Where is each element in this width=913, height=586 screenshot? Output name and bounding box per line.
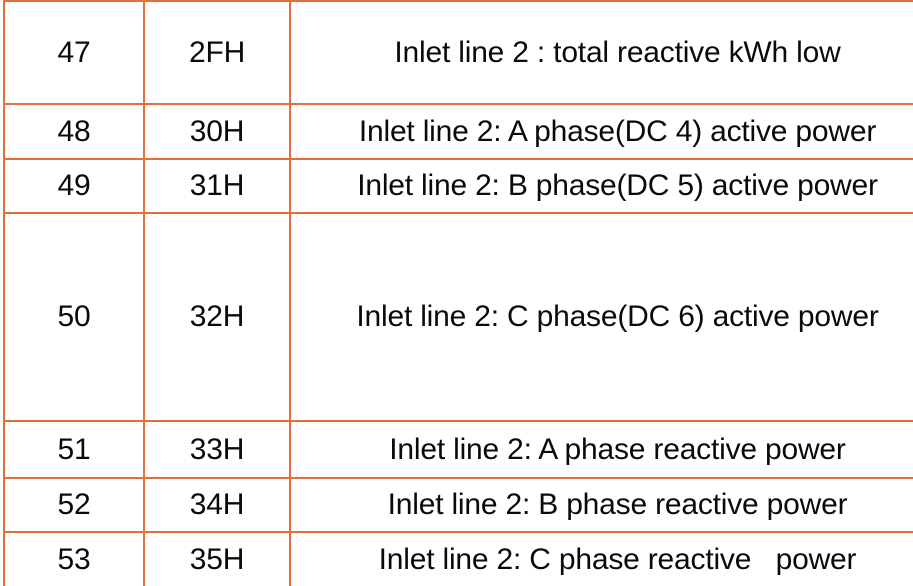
cell-number: 48: [3, 103, 144, 159]
cell-number: 52: [3, 477, 144, 532]
table-row: 51 33H Inlet line 2: A phase reactive po…: [3, 420, 913, 478]
cell-address: 32H: [143, 212, 290, 421]
cell-description: Inlet line 2: C phase reactive power: [289, 531, 913, 586]
cell-address: 2FH: [143, 0, 290, 104]
cell-number: 51: [3, 420, 144, 478]
cell-number: 53: [3, 531, 144, 586]
cell-address: 30H: [143, 103, 290, 159]
cell-description: Inlet line 2: A phase(DC 4) active power: [289, 103, 913, 159]
cell-address: 33H: [143, 420, 290, 478]
table-row: 50 32H Inlet line 2: C phase(DC 6) activ…: [3, 212, 913, 421]
cell-address: 31H: [143, 158, 290, 213]
cell-number: 47: [3, 0, 144, 104]
cell-description: Inlet line 2 : total reactive kWh low: [289, 0, 913, 104]
cell-address: 34H: [143, 477, 290, 532]
table-container: 47 2FH Inlet line 2 : total reactive kWh…: [3, 0, 913, 586]
table-row: 47 2FH Inlet line 2 : total reactive kWh…: [3, 0, 913, 104]
table-row: 48 30H Inlet line 2: A phase(DC 4) activ…: [3, 103, 913, 159]
cell-number: 50: [3, 212, 144, 421]
table-body: 47 2FH Inlet line 2 : total reactive kWh…: [3, 0, 913, 586]
table-row: 53 35H Inlet line 2: C phase reactive po…: [3, 531, 913, 586]
cell-description: Inlet line 2: B phase reactive power: [289, 477, 913, 532]
table-row: 49 31H Inlet line 2: B phase(DC 5) activ…: [3, 158, 913, 213]
table-row: 52 34H Inlet line 2: B phase reactive po…: [3, 477, 913, 532]
cell-address: 35H: [143, 531, 290, 586]
cell-description: Inlet line 2: C phase(DC 6) active power: [289, 212, 913, 421]
cell-description: Inlet line 2: A phase reactive power: [289, 420, 913, 478]
register-address-table: 47 2FH Inlet line 2 : total reactive kWh…: [3, 0, 913, 586]
cell-number: 49: [3, 158, 144, 213]
cell-description: Inlet line 2: B phase(DC 5) active power: [289, 158, 913, 213]
